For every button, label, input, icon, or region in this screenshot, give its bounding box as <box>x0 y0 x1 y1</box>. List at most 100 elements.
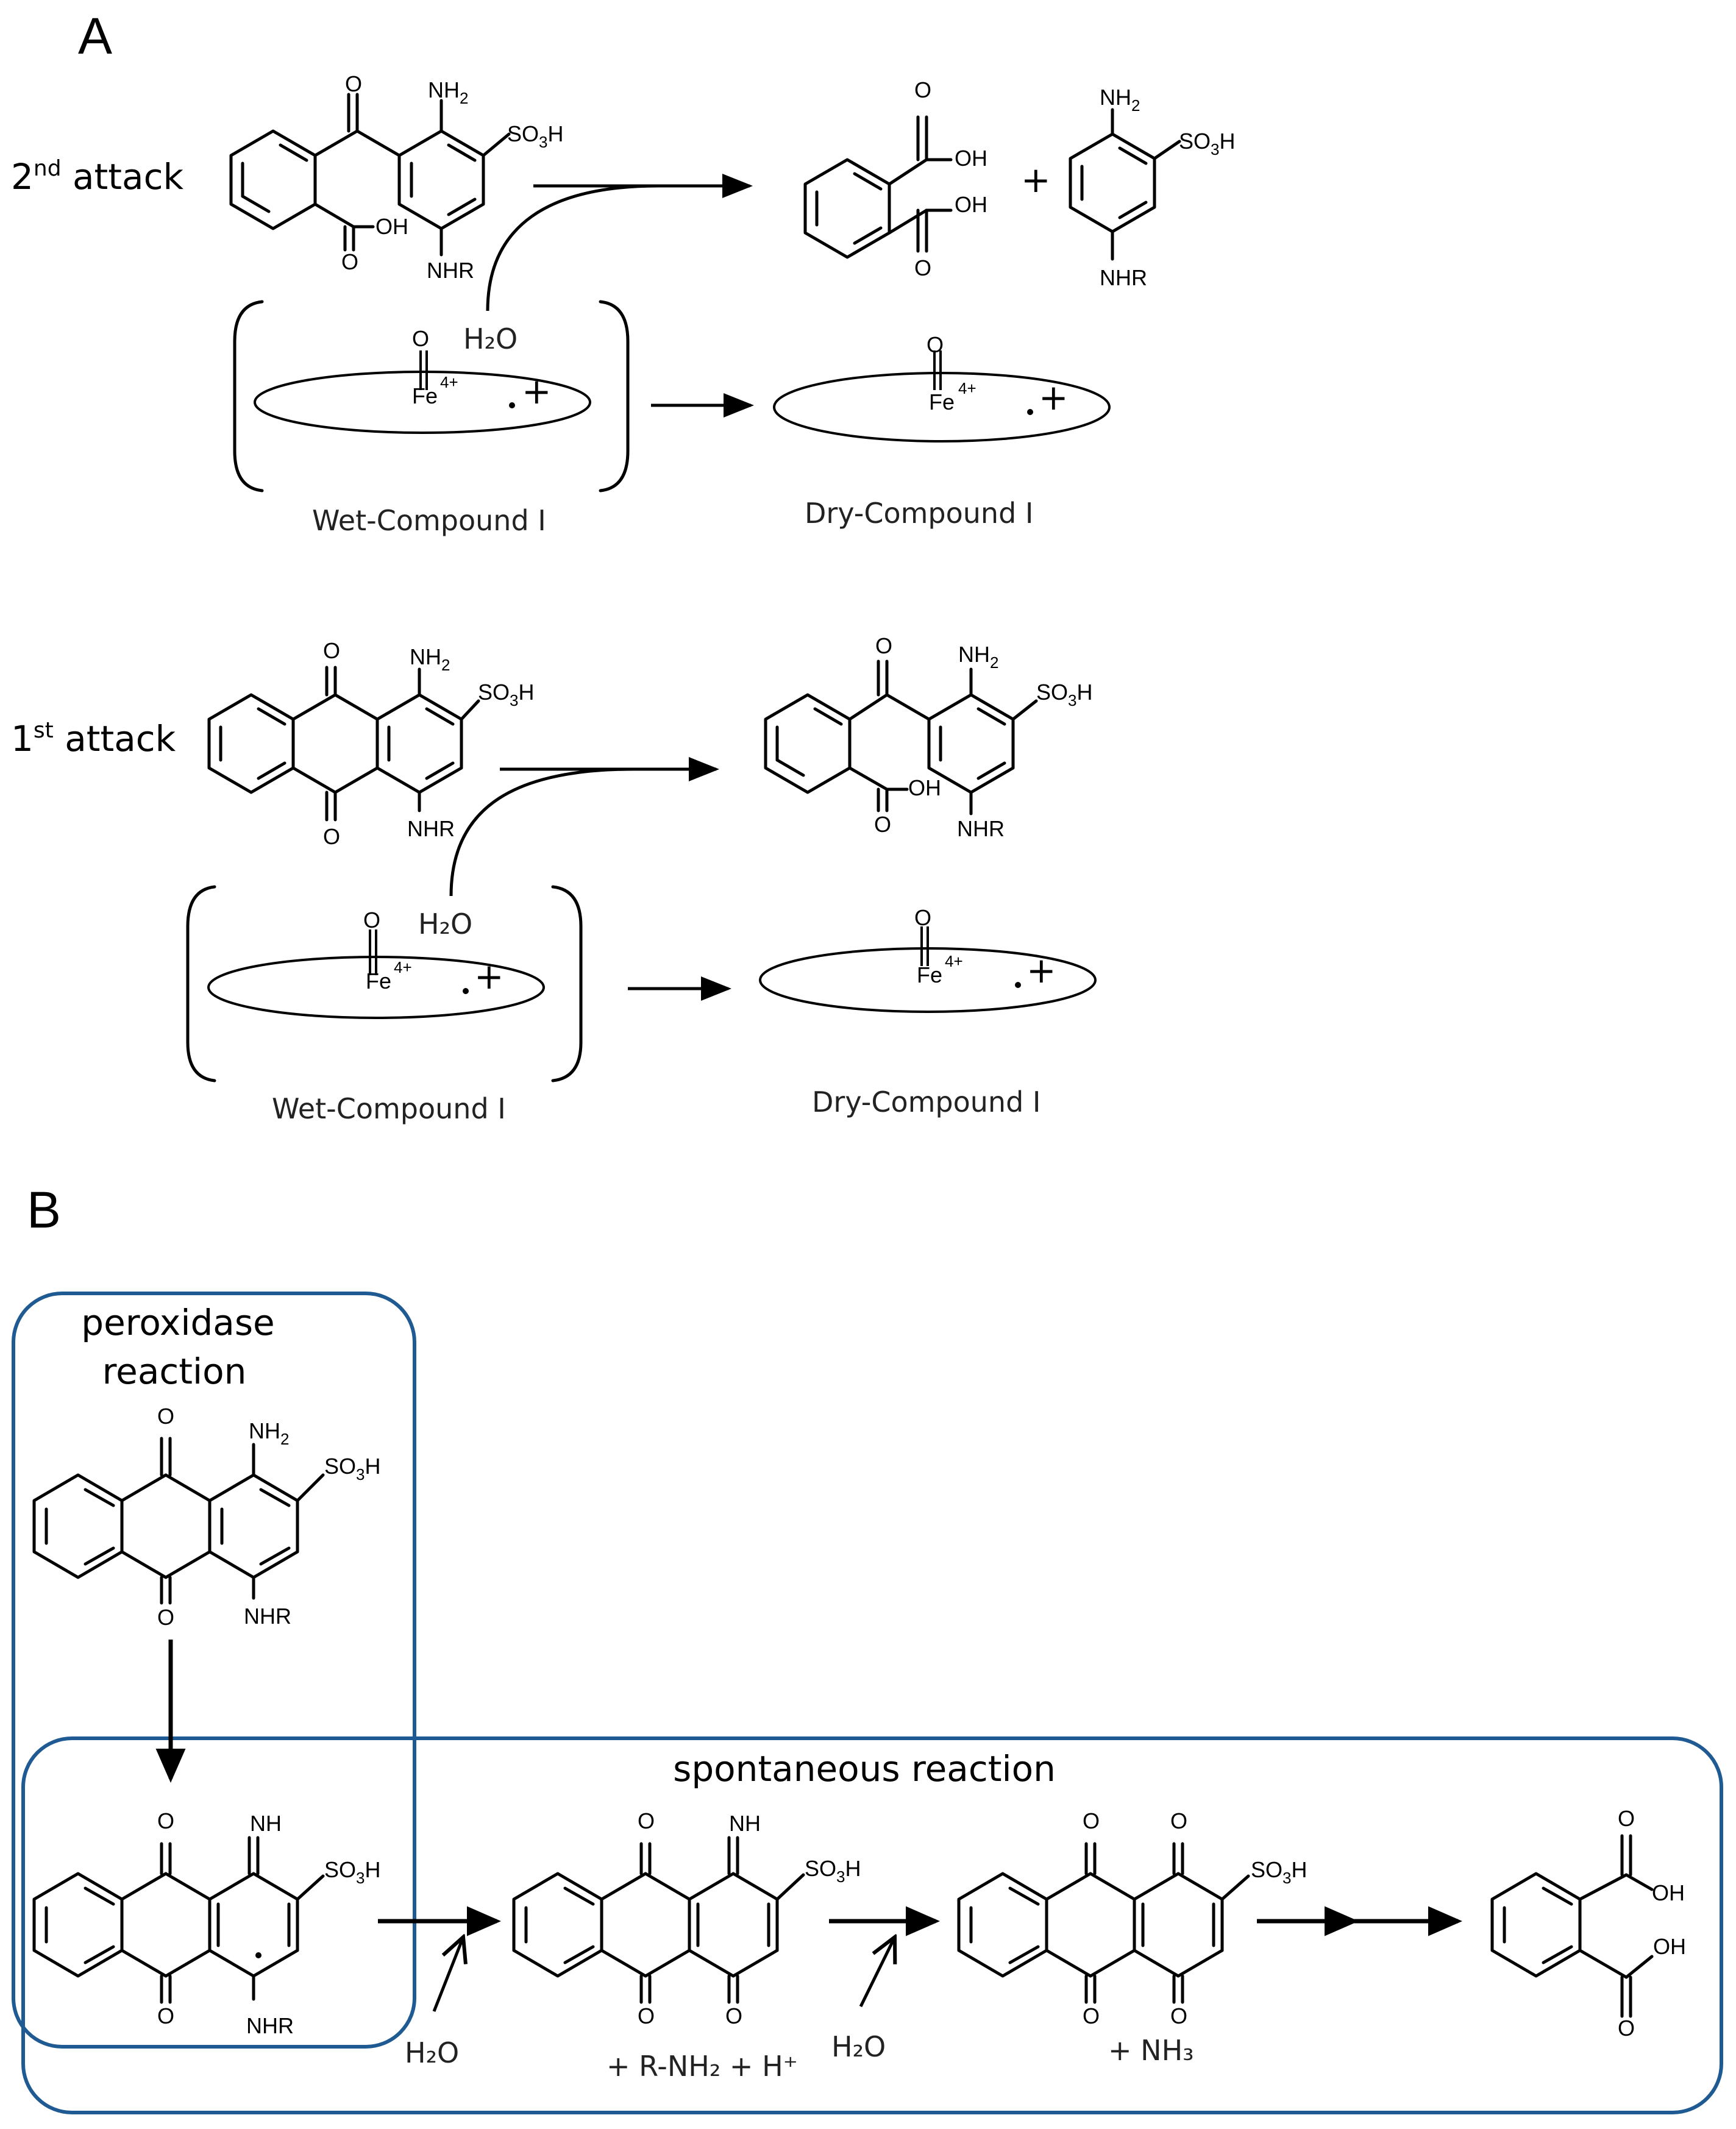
svg-text:NH2: NH2 <box>958 642 998 672</box>
svg-text:NH2: NH2 <box>249 1418 289 1448</box>
svg-text:O: O <box>323 638 340 663</box>
svg-text:O: O <box>1618 2016 1635 2041</box>
svg-text:O: O <box>725 2003 742 2028</box>
svg-text:SO3H: SO3H <box>1251 1857 1307 1887</box>
svg-text:4+: 4+ <box>394 958 412 976</box>
svg-text:SO3H: SO3H <box>478 680 534 709</box>
anthradiquinone: O O O O SO3H <box>957 1808 1307 2028</box>
svg-text:NHR: NHR <box>246 2013 294 2038</box>
svg-text:Fe: Fe <box>366 969 391 993</box>
wet-compound-bottom: O Fe 4+ + <box>186 885 583 1082</box>
svg-text:OH: OH <box>1653 1934 1686 1959</box>
svg-text:4+: 4+ <box>440 373 458 391</box>
svg-text:O: O <box>1170 1808 1187 1833</box>
dry-compound-label-bottom: Dry-Compound I <box>812 1086 1041 1118</box>
svg-text:O: O <box>157 2003 174 2028</box>
benzophenone-intermediate-top: O NH2 SO3H NHR O OH <box>229 71 563 283</box>
svg-text:O: O <box>1083 1808 1100 1833</box>
svg-text:NHR: NHR <box>244 1604 291 1629</box>
svg-text:NH: NH <box>729 1811 761 1836</box>
svg-text:Fe: Fe <box>917 962 942 987</box>
nhr-group: NHR <box>427 258 474 283</box>
dry-compound-top: O Fe 4+ + <box>773 332 1111 443</box>
svg-text:O: O <box>638 2003 655 2028</box>
spontaneous-label: spontaneous reaction <box>673 1748 1056 1790</box>
svg-text:4+: 4+ <box>958 379 976 397</box>
svg-text:NHR: NHR <box>1100 265 1147 290</box>
wet-compound-label-bottom: Wet-Compound I <box>272 1092 506 1125</box>
svg-text:O: O <box>157 1605 174 1630</box>
svg-text:O: O <box>157 1404 174 1429</box>
water-in-arrow-2 <box>859 1937 895 2008</box>
sulfo-group: SO3H <box>507 121 563 151</box>
second-attack-label: 2nd attack <box>11 156 183 197</box>
byproduct-label-1: + R-NH₂ + H⁺ <box>607 2050 798 2083</box>
svg-text:4+: 4+ <box>945 952 963 970</box>
water-label-b2: H₂O <box>831 2030 886 2063</box>
svg-text:O: O <box>412 326 429 351</box>
water-in-arrow-1 <box>432 1937 463 2012</box>
wet-compound-label-top: Wet-Compound I <box>312 504 546 537</box>
svg-text:O: O <box>927 332 944 357</box>
svg-text:OH: OH <box>908 775 941 800</box>
byproduct-label-2: + NH₃ <box>1108 2034 1194 2067</box>
water-label-b1: H₂O <box>405 2036 459 2069</box>
svg-text:O: O <box>363 908 380 933</box>
svg-text:Fe: Fe <box>412 383 438 408</box>
svg-text:O: O <box>323 824 340 849</box>
svg-text:O: O <box>1170 2003 1187 2028</box>
imino-quinone: O O NH O SO3H <box>512 1808 861 2028</box>
water-label-2nd: H₂O <box>463 322 518 355</box>
peroxidase-reaction-box <box>12 1292 416 2049</box>
benzophenone-intermediate-a: O NH2 SO3H NHR O OH <box>764 633 1092 841</box>
svg-text:O: O <box>1083 2003 1100 2028</box>
svg-text:SO3H: SO3H <box>324 1454 380 1484</box>
water-attack-curve-2nd <box>486 184 659 311</box>
svg-text:O: O <box>914 255 931 280</box>
wet-compound-top: O Fe 4+ + <box>233 300 630 492</box>
water-attack-curve-1st <box>449 767 635 897</box>
svg-text:SO3H: SO3H <box>805 1856 861 1886</box>
svg-text:O: O <box>875 633 892 658</box>
radical-imine-intermediate: O O NH SO3H NHR <box>32 1808 380 2038</box>
peroxidase-label-2: reaction <box>102 1351 247 1392</box>
dry-compound-label-top: Dry-Compound I <box>805 497 1033 530</box>
svg-text:O: O <box>1618 1806 1635 1831</box>
phthalic-acid-final: O OH O OH <box>1490 1806 1686 2041</box>
plus-sign: + <box>1021 159 1051 201</box>
amino-group: NH2 <box>428 77 468 107</box>
svg-text:OH: OH <box>955 146 987 171</box>
aminobenzene-product-top: NH2 SO3H NHR <box>1069 85 1235 290</box>
panel-a-label: A <box>78 7 112 65</box>
svg-text:OH: OH <box>955 192 987 217</box>
svg-text:O: O <box>914 905 931 930</box>
svg-text:NH2: NH2 <box>1100 85 1140 115</box>
svg-text:O: O <box>874 812 891 837</box>
carbonyl-o: O <box>341 249 358 274</box>
svg-text:SO3H: SO3H <box>1179 129 1235 158</box>
anthraquinone-dye-b: O O NH2 SO3H NHR <box>32 1404 380 1630</box>
svg-text:NH: NH <box>250 1811 282 1836</box>
svg-text:SO3H: SO3H <box>324 1857 380 1887</box>
svg-text:NHR: NHR <box>407 816 455 841</box>
oxo-label: O <box>345 71 362 96</box>
svg-text:O: O <box>638 1808 655 1833</box>
spontaneous-reaction-box <box>21 1736 1723 2114</box>
anthraquinone-dye-a: O O NH2 SO3H NHR <box>207 638 534 849</box>
svg-text:Fe: Fe <box>929 389 955 414</box>
svg-text:+: + <box>474 956 504 997</box>
dry-compound-bottom: O Fe 4+ + <box>759 905 1097 1013</box>
first-attack-label: 1st attack <box>11 718 176 759</box>
svg-text:NH2: NH2 <box>410 644 450 674</box>
svg-text:O: O <box>157 1808 174 1833</box>
svg-text:+: + <box>1039 377 1069 418</box>
svg-text:+: + <box>522 371 552 412</box>
svg-text:O: O <box>914 77 931 102</box>
peroxidase-label-1: peroxidase <box>81 1302 274 1343</box>
svg-text:OH: OH <box>1652 1880 1685 1905</box>
panel-b-label: B <box>27 1181 61 1239</box>
hydroxyl-label: OH <box>375 214 408 239</box>
svg-text:NHR: NHR <box>957 816 1005 841</box>
water-label-1st: H₂O <box>418 908 472 940</box>
